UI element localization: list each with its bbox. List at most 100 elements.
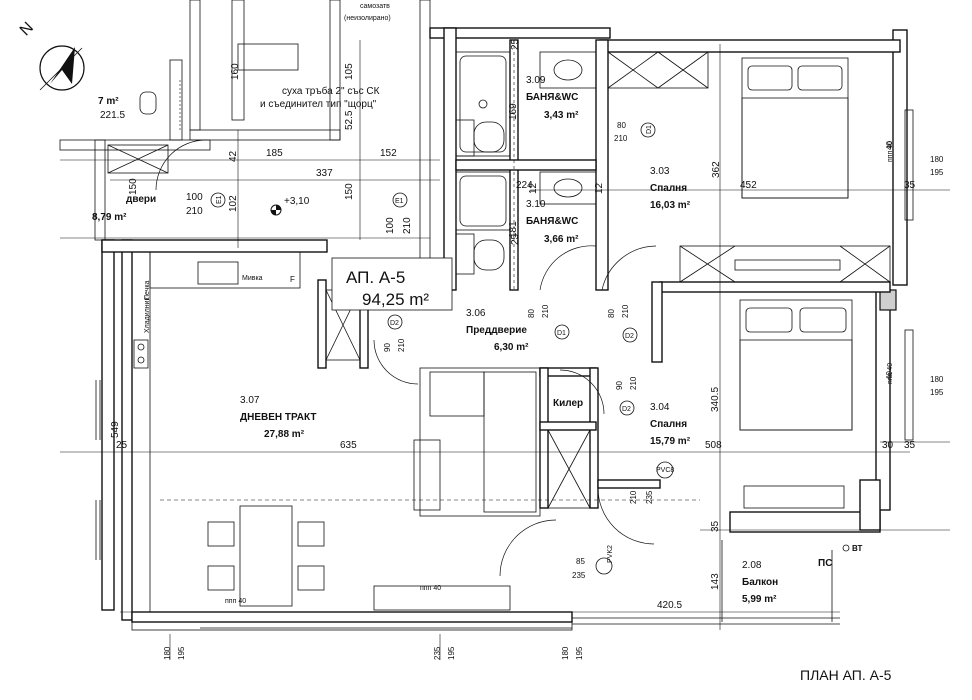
svg-text:105: 105 (344, 63, 355, 80)
sink-3-09 (539, 51, 597, 89)
room-3-04-num: 3.04 (650, 402, 670, 413)
svg-text:185: 185 (266, 148, 283, 159)
toilet-tank-3-09 (455, 119, 475, 157)
wall-upper-left (189, 0, 201, 131)
svg-text:210: 210 (186, 206, 203, 217)
svg-text:30: 30 (882, 440, 894, 451)
svg-text:420.5: 420.5 (657, 600, 682, 611)
toilet-tank-3-10 (455, 233, 475, 275)
room-3-06-num: 3.06 (466, 308, 486, 319)
wall-top-baths (429, 27, 611, 39)
door-tag-d2c: D2 (622, 406, 631, 413)
bedroom-desk (743, 485, 845, 509)
wall-upper-right (329, 0, 341, 141)
window-sill-3: ппп 40 (887, 141, 894, 162)
svg-text:210: 210 (621, 304, 630, 318)
column-right (879, 289, 897, 311)
dimension-lines (60, 40, 950, 660)
door-tag-d2b: D2 (625, 333, 634, 340)
toilet-3-09 (473, 121, 505, 153)
sink-3-10 (539, 171, 597, 205)
plan-title: ПЛАН АП. А-5 (800, 667, 892, 683)
svg-text:52.5: 52.5 (344, 110, 355, 130)
room-3-03-num: 3.03 (650, 166, 670, 177)
svg-text:508: 508 (705, 440, 722, 451)
door-tags (210, 122, 674, 575)
wardrobe-hall (547, 429, 591, 509)
svg-text:224: 224 (516, 180, 533, 191)
svg-text:150: 150 (344, 183, 355, 200)
wall-closet-right (589, 367, 599, 509)
svg-text:210: 210 (397, 338, 406, 352)
wall-left-inner (121, 239, 133, 621)
room-2-08-name: Балкон (742, 577, 778, 588)
vt-marker-icon (842, 544, 850, 552)
wall-right-mid (875, 289, 891, 511)
svg-text:235: 235 (572, 571, 586, 580)
room-3-09-num: 3.09 (526, 75, 546, 86)
room-3-06-area: 6,30 m² (494, 342, 529, 353)
svg-text:80: 80 (527, 309, 536, 318)
wall-baths-left (443, 27, 457, 291)
door-arcs (155, 139, 657, 577)
svg-text:210: 210 (629, 376, 638, 390)
svg-text:85: 85 (576, 557, 585, 566)
north-label: N (17, 19, 37, 39)
sofa (419, 367, 541, 517)
room-3-09-name: БАНЯ&WC (526, 92, 578, 103)
svg-text:150: 150 (128, 178, 139, 195)
ps-label: ПС (818, 558, 832, 569)
svg-text:100: 100 (186, 192, 203, 203)
wall-bedrooms (659, 281, 891, 293)
wardrobe-3-04 (679, 245, 891, 283)
door-tag-e1a: E1 (216, 195, 223, 204)
apartment-label-box (331, 257, 453, 311)
balcony-parapet (729, 511, 881, 533)
shower-3-09 (455, 51, 511, 157)
svg-text:12: 12 (594, 182, 605, 194)
north-arrow-icon (39, 45, 85, 91)
door-tag-d1b: D1 (557, 330, 566, 337)
svg-text:362: 362 (711, 161, 722, 178)
window-sill-bottom (131, 621, 573, 631)
wall-upper-left-vert (94, 139, 106, 241)
wall-between-baths (455, 159, 597, 171)
door-tag-e1b: E1 (395, 198, 404, 205)
svg-text:195: 195 (575, 646, 584, 660)
top-note-1: самозатв (360, 3, 390, 10)
wall-entrance-left (317, 279, 327, 369)
stove-kitchen (133, 339, 149, 369)
svg-text:80: 80 (607, 309, 616, 318)
svg-text:169: 169 (508, 103, 519, 120)
svg-text:42: 42 (228, 150, 239, 162)
stove-label: Печка (144, 280, 151, 300)
svg-text:180: 180 (163, 646, 172, 660)
room-2-08-num: 2.08 (742, 560, 762, 571)
wall-bedroom2-bottom (597, 479, 661, 489)
room-3-07-num: 3.07 (240, 395, 260, 406)
door-tag-pvc: PVC8 (656, 467, 674, 474)
svg-text:160: 160 (230, 63, 241, 80)
svg-text:181: 181 (508, 221, 519, 238)
svg-text:180: 180 (930, 155, 944, 164)
wall-top-living (101, 239, 328, 253)
wall-baths-right (595, 39, 609, 291)
door-tag-pvk: PVK2 (607, 545, 614, 563)
svg-text:35: 35 (904, 180, 916, 191)
room-3-04-area: 15,79 m² (650, 436, 691, 447)
svg-text:340.5: 340.5 (710, 387, 721, 412)
f-label: F (290, 275, 295, 284)
fridge-label: Хладилник (144, 296, 151, 333)
bed-3-03 (741, 57, 849, 199)
svg-text:635: 635 (340, 440, 357, 451)
svg-text:90: 90 (383, 343, 392, 352)
wall-shaft (419, 0, 431, 291)
wall-closet-mid (539, 421, 597, 431)
window-sill-2: ппп 40 (420, 585, 441, 592)
coffee-table (413, 439, 441, 511)
svg-text:337: 337 (316, 168, 333, 179)
sink-kitchen (197, 261, 239, 285)
closet-label: Килер (553, 398, 583, 409)
wall-bottom (131, 611, 573, 623)
